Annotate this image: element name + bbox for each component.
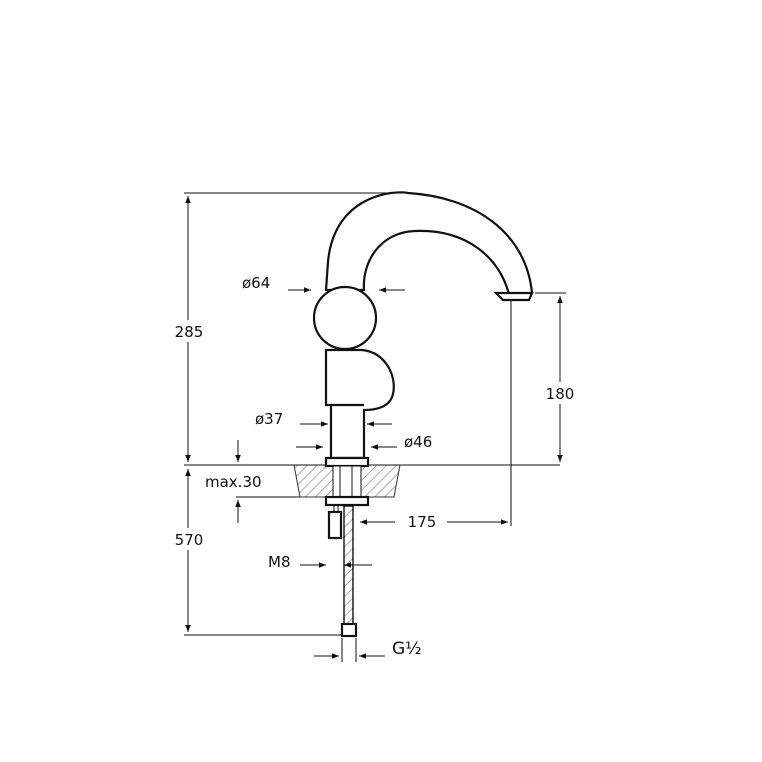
dimension-570: 570 (168, 469, 342, 636)
dim-175-label: 175 (408, 513, 437, 531)
dimension-180: 180 (535, 292, 582, 462)
dimension-285: 285 (168, 192, 408, 462)
dimension-d37: ø37 (255, 410, 392, 428)
dim-570-label: 570 (175, 531, 204, 549)
dim-d64-label: ø64 (242, 274, 270, 292)
dimension-m8: M8 (268, 553, 372, 571)
dimension-175: 175 (360, 300, 512, 531)
lower-body (324, 348, 395, 460)
dimension-max30: max.30 (205, 440, 300, 523)
spout-arc (324, 191, 534, 302)
dim-m8-label: M8 (268, 553, 291, 571)
dim-285-label: 285 (175, 323, 204, 341)
dimension-g12: G½ (314, 638, 422, 662)
dim-d37-label: ø37 (255, 410, 283, 428)
dim-d46-label: ø46 (404, 433, 432, 451)
upper-handle (312, 285, 378, 351)
dim-g12-label: G½ (392, 639, 422, 659)
dimension-d64: ø64 (242, 274, 405, 293)
dim-180-label: 180 (546, 385, 575, 403)
dimension-d46: ø46 (296, 433, 432, 451)
base-ring (324, 456, 370, 468)
dim-max30-label: max.30 (205, 473, 262, 491)
